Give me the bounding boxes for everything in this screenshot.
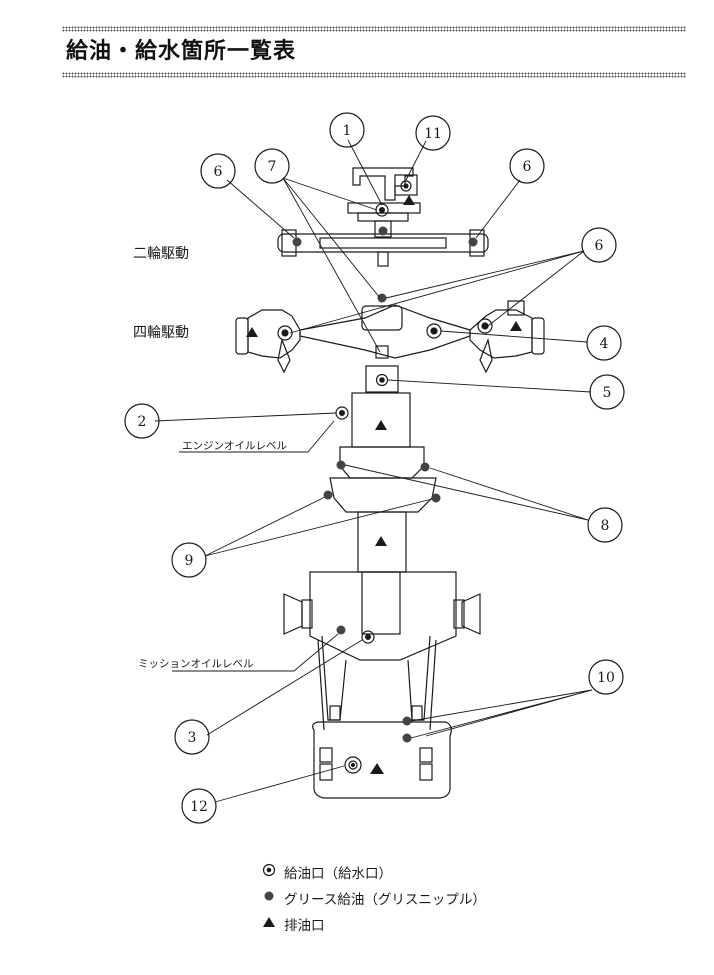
callout-6-mid (581, 227, 617, 263)
legend-filler-text: 給油口（給水口） (284, 866, 392, 882)
callout-6-left (200, 153, 236, 189)
legend-grease-text: グリース給油（グリスニップル） (284, 892, 486, 908)
double-circle-icon (262, 863, 276, 881)
leader-lines (154, 139, 593, 803)
svg-text:9: 9 (185, 553, 194, 569)
triangle-icon (262, 915, 276, 933)
svg-text:10: 10 (597, 670, 615, 686)
svg-text:8: 8 (601, 518, 610, 534)
top-dotted-band (62, 26, 686, 32)
svg-text:12: 12 (190, 799, 208, 815)
callout-12 (181, 788, 217, 824)
filler-cap-marks (277, 180, 493, 774)
callout-3 (174, 719, 210, 755)
callout-10 (588, 659, 624, 695)
callout-1 (329, 112, 365, 148)
svg-text:2: 2 (138, 414, 147, 430)
callout-2 (124, 403, 160, 439)
diagram-labels: 二輪駆動 四輪駆動 エンジンオイルレベル ミッションオイルレベル (133, 245, 287, 670)
svg-text:6: 6 (523, 159, 532, 175)
rear-hitch (312, 705, 452, 799)
two-wheel-axle (277, 167, 489, 267)
legend-drain: 排油口 (262, 914, 325, 934)
drain-plug-marks (246, 195, 522, 774)
bottom-dotted-band (62, 72, 686, 78)
svg-text:6: 6 (595, 238, 604, 254)
svg-text:6: 6 (214, 164, 223, 180)
svg-text:7: 7 (268, 159, 277, 175)
legend-filler: 給油口（給水口） (262, 862, 392, 882)
callout-circles (124, 112, 625, 824)
grease-point-marks (292, 226, 478, 743)
four-wheel-label: 四輪駆動 (133, 324, 189, 341)
callout-5 (589, 374, 625, 410)
svg-text:3: 3 (188, 730, 197, 746)
callout-9 (171, 542, 207, 578)
svg-text:5: 5 (603, 385, 612, 401)
page-title: 給油・給水箇所一覧表 (66, 39, 297, 64)
svg-text:4: 4 (600, 336, 609, 352)
svg-text:11: 11 (424, 126, 442, 142)
filled-circle-icon (262, 889, 276, 907)
callout-6-right (509, 148, 545, 184)
mission-oil-level-label: ミッションオイルレベル (138, 658, 254, 670)
two-wheel-label: 二輪駆動 (133, 245, 189, 262)
tractor-body (283, 365, 481, 731)
four-wheel-axle (235, 300, 545, 374)
callout-numbers: 1 11 6 7 6 6 4 5 2 8 9 10 3 12 (138, 123, 615, 815)
callout-7 (254, 148, 290, 184)
callout-11 (415, 115, 451, 151)
svg-text:1: 1 (343, 123, 352, 139)
callout-8 (587, 507, 623, 543)
engine-oil-level-label: エンジンオイルレベル (182, 440, 287, 452)
legend-drain-text: 排油口 (284, 918, 325, 934)
legend-grease: グリース給油（グリスニップル） (262, 888, 486, 908)
callout-4 (586, 325, 622, 361)
